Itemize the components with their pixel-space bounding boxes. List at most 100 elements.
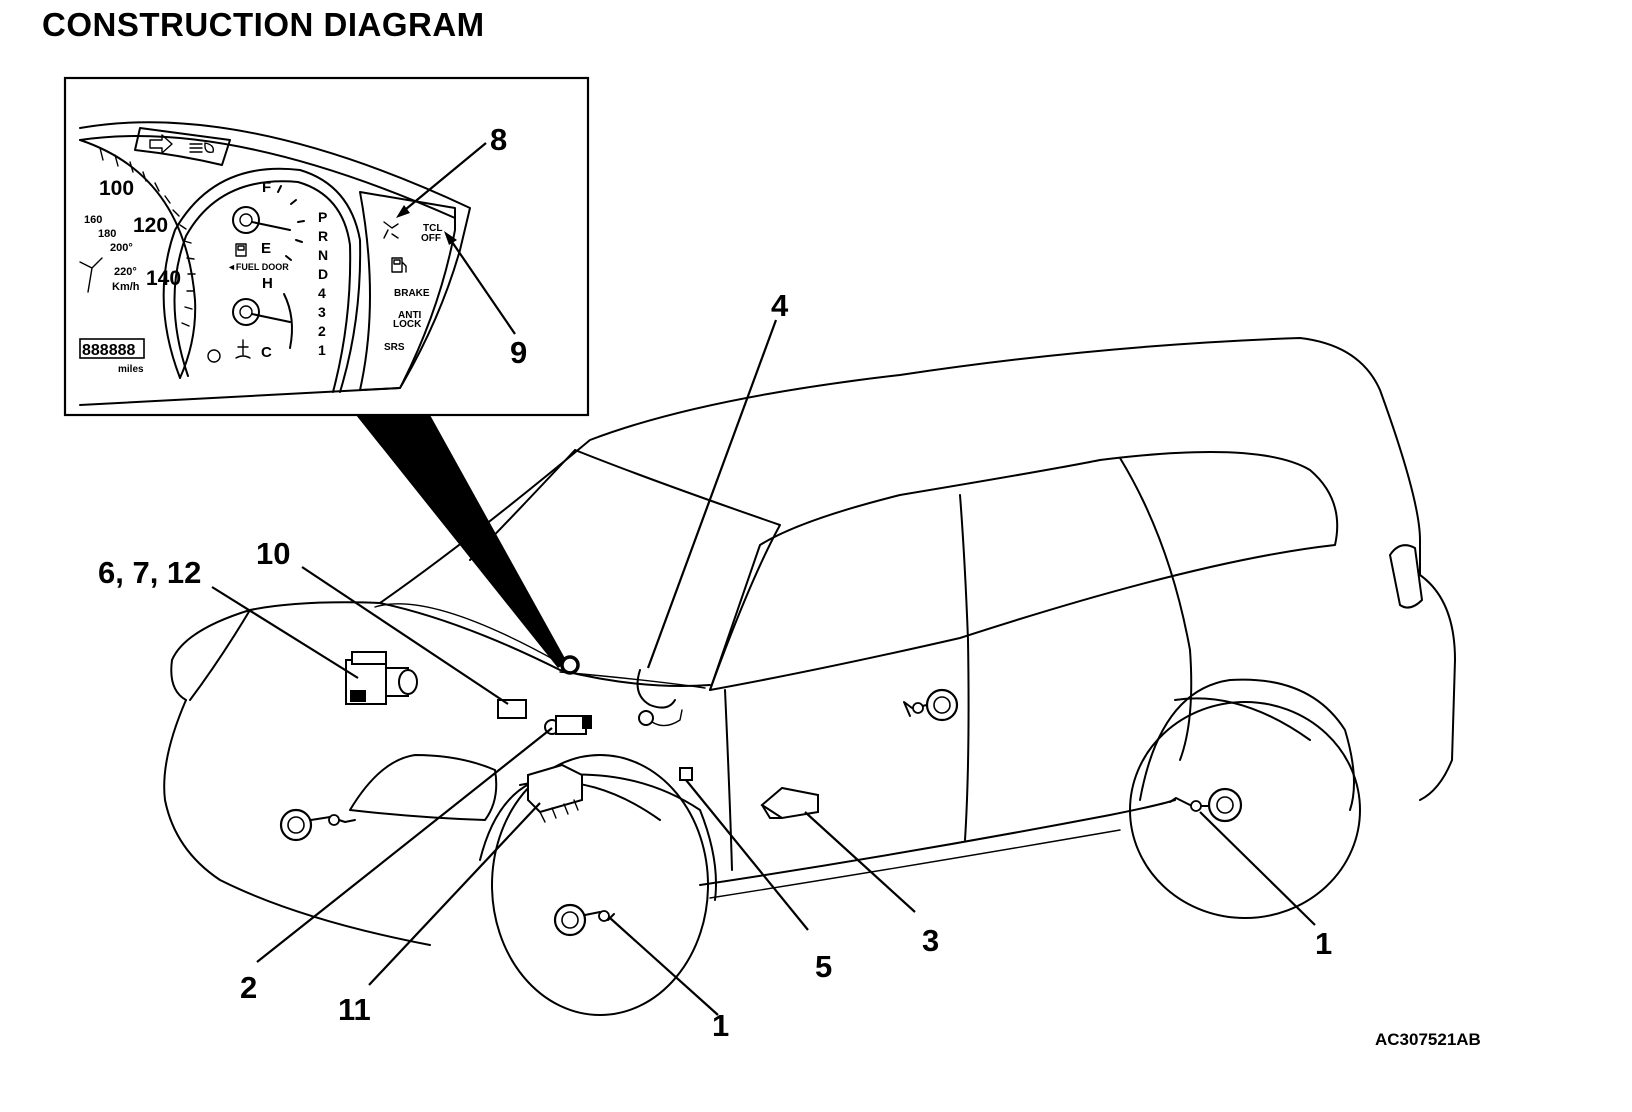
callout-4: 4	[771, 288, 789, 323]
leader-line-10	[301, 566, 509, 705]
tail-light	[1389, 544, 1423, 609]
leader-line-5	[685, 779, 809, 931]
kmh-label-200: 200°	[110, 242, 133, 254]
gear-label: 2	[318, 323, 326, 339]
rear-wheel-arch	[1139, 678, 1355, 811]
anti-label: ANTI	[398, 310, 422, 321]
leader-line-1-front	[609, 917, 719, 1016]
front-wheel-arch	[479, 773, 717, 901]
speedometer-ticks	[99, 147, 196, 327]
b-pillar	[959, 494, 969, 641]
speed-label-100: 100	[99, 177, 134, 200]
leader-line-8	[399, 142, 487, 215]
temp-gauge-arc	[283, 293, 293, 349]
fuel-gauge-needle	[251, 221, 291, 231]
rocker-sill	[699, 799, 1176, 886]
front-wheel	[491, 754, 709, 1016]
kmh-unit: Km/h	[112, 281, 140, 293]
temp-gauge-needle	[251, 313, 291, 323]
callout-5: 5	[815, 949, 832, 984]
temp-c-label: C	[261, 344, 272, 361]
tcl-off-label: OFF	[421, 233, 441, 244]
anti-lock-label: LOCK	[393, 319, 422, 330]
wheel-speed-sensor-front-right	[553, 903, 615, 937]
callout-1-front: 1	[712, 1008, 729, 1043]
callout-2: 2	[240, 970, 257, 1005]
leader-line-4	[646, 319, 778, 669]
callout-10: 10	[256, 536, 290, 571]
c-pillar	[1119, 457, 1191, 651]
body-outline	[170, 337, 1456, 801]
leader-line-3	[804, 811, 916, 913]
temp-gauge-hub	[232, 298, 260, 326]
g-sensor	[760, 786, 819, 820]
tcl-label: TCL	[423, 223, 442, 234]
temp-h-label: H	[262, 275, 273, 292]
callout-8: 8	[490, 122, 507, 157]
headlight	[349, 754, 498, 821]
fuel-gauge-hub	[232, 206, 260, 234]
coolant-temp-icon	[235, 339, 251, 359]
side-window-line	[709, 451, 1339, 691]
wheel-speed-sensor-rear-left	[903, 688, 959, 722]
kmh-label-160: 160	[84, 214, 102, 226]
arrowhead-9	[444, 231, 457, 245]
vehicle-outline	[163, 337, 1456, 1016]
indicator-pod	[134, 127, 231, 166]
leader-line-11	[368, 802, 541, 986]
miles-unit: miles	[118, 364, 144, 375]
callouts: 6, 7, 12 10 4 2 11 5 3 1 1	[98, 288, 1332, 1043]
control-unit	[527, 763, 583, 823]
windshield-pillar	[574, 449, 781, 691]
gear-label: D	[318, 266, 328, 282]
leader-line-1-rear	[1199, 811, 1316, 926]
leader-line-6-7-12	[211, 586, 359, 679]
steering-wheel-sensor	[636, 669, 683, 727]
gear-position-indicator: P R N D 4 3 2 1	[318, 209, 328, 358]
speedometer-arc	[79, 139, 197, 379]
fuel-pump-icon	[235, 243, 247, 257]
relay-box	[497, 699, 527, 719]
fog-light-icon	[189, 142, 215, 153]
rear-door-edge	[1179, 649, 1193, 761]
inset-pointer-wedge	[356, 415, 567, 668]
gear-label: 1	[318, 342, 326, 358]
cluster-outline	[79, 121, 471, 406]
wheel-speed-sensor-rear-right	[1169, 787, 1243, 823]
brake-label: BRAKE	[394, 288, 430, 299]
gear-label: 4	[318, 285, 326, 301]
instrument-cluster-inset: 100 120 140 160 180 200° 220° Km/h 88888…	[63, 76, 590, 417]
turn-signal-icon	[149, 134, 173, 154]
speed-label-120: 120	[133, 214, 168, 237]
gear-label: N	[318, 247, 328, 263]
wheel-speed-sensor-front-left	[279, 808, 356, 842]
callout-9: 9	[510, 335, 527, 370]
fuel-e-label: E	[261, 240, 271, 257]
gear-label: 3	[318, 304, 326, 320]
callout-11: 11	[338, 992, 371, 1027]
srs-label: SRS	[384, 342, 405, 353]
front-door-edge	[724, 689, 733, 871]
leader-line-9	[447, 235, 516, 335]
switch-box	[679, 767, 693, 781]
odometer-display	[79, 338, 145, 359]
callout-1-rear: 1	[1315, 926, 1332, 961]
hood-line	[379, 602, 711, 687]
leader-line-2	[256, 727, 553, 963]
door-seam	[964, 639, 970, 841]
kmh-label-180: 180	[98, 228, 116, 240]
steering-sensor	[544, 715, 592, 735]
warning-lamp-panel	[359, 191, 456, 391]
fuel-f-label: F	[262, 179, 271, 196]
gauge-bezel	[162, 167, 362, 393]
front-bumper	[163, 699, 431, 946]
fuel-door-label: ◄FUEL DOOR	[227, 262, 289, 272]
kmh-label-220: 220°	[114, 266, 137, 278]
fuel-warning-icon	[391, 257, 407, 273]
rear-wheel	[1129, 701, 1361, 919]
inset-frame	[63, 76, 590, 417]
traction-control-icon	[383, 221, 399, 239]
gear-label: R	[318, 228, 328, 244]
callout-3: 3	[922, 923, 939, 958]
